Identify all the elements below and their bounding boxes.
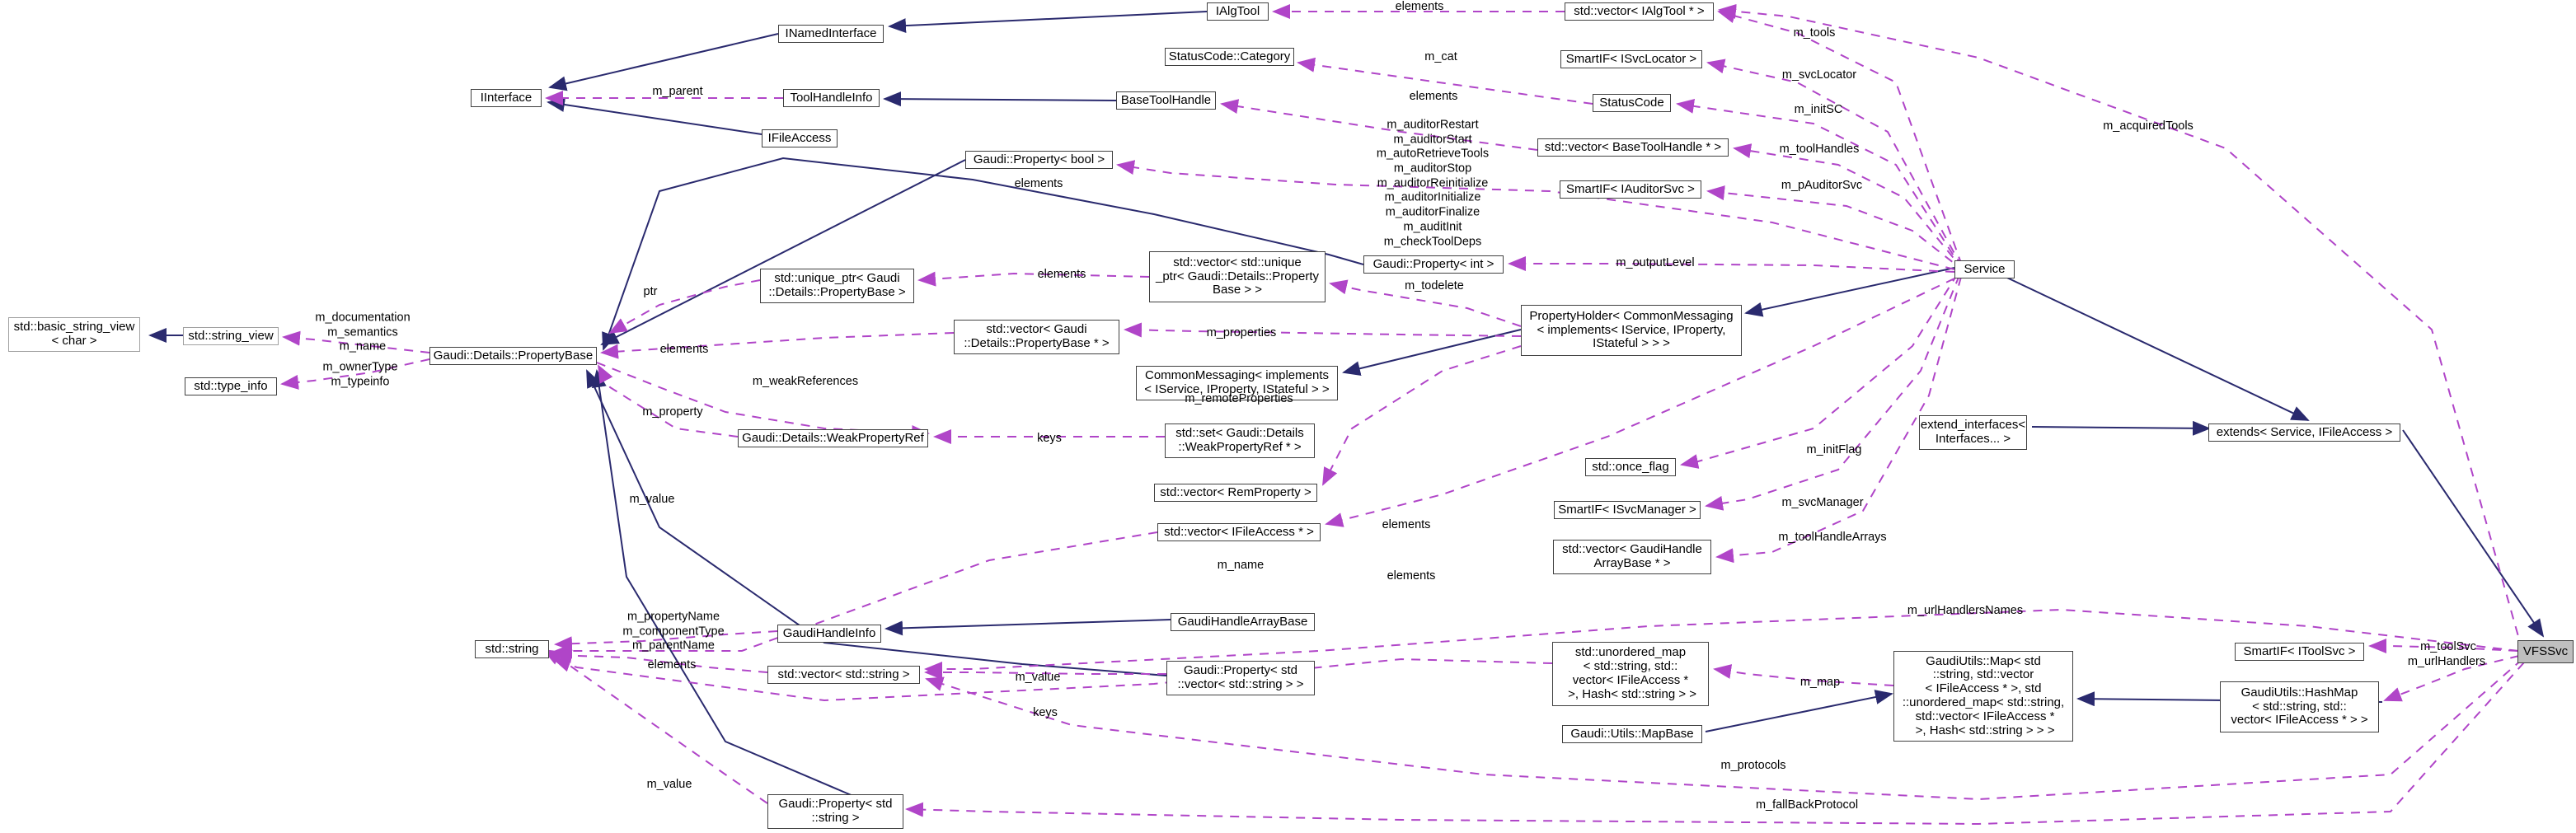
edge-label-m-fallbackprotocol: m_fallBackProtocol (1755, 798, 1859, 812)
node-unique-ptr-propertybase[interactable]: std::unique_ptr< Gaudi ::Details::Proper… (760, 269, 914, 303)
edge-label-elements-6: elements (1382, 518, 1431, 532)
node-smartif-iauditorsvc[interactable]: SmartIF< IAuditorSvc > (1560, 180, 1701, 199)
edge-label-elements-8: elements (647, 658, 697, 672)
node-ialgtool[interactable]: IAlgTool (1207, 2, 1269, 21)
edge-label-elements-4: elements (1037, 268, 1086, 282)
node-string[interactable]: std::string (475, 640, 549, 658)
edge-label-m-parent: m_parent (652, 85, 703, 99)
edge-label-m-ownertype-group: m_ownerType m_typeinfo (322, 360, 398, 388)
edge-label-m-properties: m_properties (1206, 326, 1277, 340)
edge-label-m-toolhandlearrays: m_toolHandleArrays (1778, 531, 1887, 545)
node-string-view[interactable]: std::string_view (183, 327, 279, 345)
edge-label-m-name: m_name (1217, 559, 1265, 573)
edge-label-m-documentation-group: m_documentation m_semantics m_name (315, 311, 411, 353)
edge-label-m-outputlevel: m_outputLevel (1616, 256, 1695, 270)
edge-label-m-remoteproperties: m_remoteProperties (1185, 392, 1293, 406)
node-type-info[interactable]: std::type_info (185, 377, 277, 395)
edge-label-m-initflag: m_initFlag (1806, 443, 1862, 457)
node-vector-ialgtool[interactable]: std::vector< IAlgTool * > (1565, 2, 1714, 21)
node-inamedinterface[interactable]: INamedInterface (778, 25, 884, 43)
node-vector-remproperty[interactable]: std::vector< RemProperty > (1154, 484, 1317, 502)
edge-label-keys: keys (1037, 432, 1062, 446)
edge-label-elements-5: elements (659, 343, 709, 357)
node-set-weakpropertyref[interactable]: std::set< Gaudi::Details ::WeakPropertyR… (1165, 424, 1315, 458)
edge-label-m-urlhandlersnames: m_urlHandlersNames (1907, 604, 2024, 618)
node-iinterface[interactable]: IInterface (471, 89, 542, 107)
edge-label-m-acquiredtools: m_acquiredTools (2103, 119, 2194, 133)
node-property-string[interactable]: Gaudi::Property< std ::string > (767, 794, 903, 829)
edge-label-elements-3: elements (1014, 177, 1063, 191)
node-vector-basetoolhandle[interactable]: std::vector< BaseToolHandle * > (1537, 138, 1729, 157)
node-property-vector-string[interactable]: Gaudi::Property< std ::vector< std::stri… (1166, 661, 1315, 695)
node-property-int[interactable]: Gaudi::Property< int > (1363, 255, 1504, 274)
node-extend-interfaces[interactable]: extend_interfaces< Interfaces... > (1919, 415, 2027, 450)
node-property-bool[interactable]: Gaudi::Property< bool > (965, 151, 1113, 169)
edge-label-m-propertyname-group: m_propertyName m_componentType m_parentN… (622, 610, 725, 653)
edge-label-m-value-1: m_value (629, 493, 675, 507)
edge-label-m-todelete: m_todelete (1405, 279, 1464, 293)
node-vfssvc[interactable]: VFSSvc (2517, 640, 2574, 663)
edge-label-m-toolsvc: m_toolSvc (2420, 640, 2476, 654)
node-ifileaccess[interactable]: IFileAccess (762, 129, 838, 147)
node-weakpropertyref[interactable]: Gaudi::Details::WeakPropertyRef (738, 429, 928, 447)
node-gaudihandlearraybase[interactable]: GaudiHandleArrayBase (1171, 613, 1315, 631)
edge-label-elements-2: elements (1409, 90, 1458, 104)
edge-label-keys-2: keys (1033, 706, 1058, 720)
edge-label-m-tools: m_tools (1793, 26, 1836, 40)
edge-label-m-svcmanager: m_svcManager (1781, 496, 1864, 510)
edge-label-m-protocols: m_protocols (1720, 759, 1786, 773)
edge-label-m-pauditorsvc: m_pAuditorSvc (1781, 179, 1863, 193)
node-unordered-map[interactable]: std::unordered_map < std::string, std:: … (1552, 642, 1709, 706)
node-gaudiutils-hashmap[interactable]: GaudiUtils::HashMap < std::string, std::… (2220, 681, 2379, 732)
node-basic-string-view[interactable]: std::basic_string_view < char > (8, 317, 140, 352)
node-vector-ifileaccess-mid[interactable]: std::vector< IFileAccess * > (1157, 523, 1321, 541)
edge-label-m-value-3: m_value (646, 778, 692, 792)
node-vector-propertybase-ptr[interactable]: std::vector< Gaudi ::Details::PropertyBa… (954, 320, 1119, 354)
edge-label-elements-1: elements (1395, 0, 1444, 14)
node-property-base[interactable]: Gaudi::Details::PropertyBase (429, 347, 597, 365)
edge-label-auditor-group: m_auditorRestart m_auditorStart m_autoRe… (1376, 118, 1490, 248)
node-vector-gaudihandlearraybase[interactable]: std::vector< GaudiHandle ArrayBase * > (1553, 540, 1711, 574)
node-gaudiutils-map[interactable]: GaudiUtils::Map< std ::string, std::vect… (1893, 651, 2073, 742)
edge-label-m-property: m_property (642, 405, 703, 419)
edge-label-m-svclocator: m_svcLocator (1781, 68, 1857, 82)
edge-label-m-urlhandlers: m_urlHandlers (2407, 655, 2486, 669)
node-smartif-isvcmanager[interactable]: SmartIF< ISvcManager > (1554, 501, 1701, 519)
edge-label-m-weakreferences: m_weakReferences (752, 375, 859, 389)
node-statuscode-category[interactable]: StatusCode::Category (1165, 48, 1294, 66)
edge-label-ptr: ptr (643, 285, 658, 299)
edge-label-m-initsc: m_initSC (1794, 103, 1843, 117)
node-propertyholder[interactable]: PropertyHolder< CommonMessaging < implem… (1521, 305, 1742, 356)
edge-label-elements-7: elements (1387, 569, 1436, 583)
node-extends-service-ifileaccess[interactable]: extends< Service, IFileAccess > (2208, 424, 2400, 442)
node-statuscode[interactable]: StatusCode (1593, 94, 1671, 112)
node-vector-string[interactable]: std::vector< std::string > (767, 666, 920, 684)
edge-label-m-toolhandles: m_toolHandles (1779, 143, 1860, 157)
edge-label-m-map: m_map (1799, 676, 1841, 690)
node-smartif-isvclocator[interactable]: SmartIF< ISvcLocator > (1560, 50, 1702, 68)
edge-label-m-cat: m_cat (1424, 50, 1457, 64)
node-vector-unique-ptr-propertybase[interactable]: std::vector< std::unique _ptr< Gaudi::De… (1149, 251, 1326, 302)
node-once-flag[interactable]: std::once_flag (1585, 458, 1676, 476)
node-smartif-itoolsvc[interactable]: SmartIF< IToolSvc > (2235, 643, 2364, 661)
node-service[interactable]: Service (1954, 260, 2015, 278)
node-basetoolhandle[interactable]: BaseToolHandle (1116, 91, 1216, 110)
edge-label-m-value-2: m_value (1015, 671, 1061, 685)
node-toolhandleinfo[interactable]: ToolHandleInfo (783, 89, 880, 107)
node-gaudihandleinfo[interactable]: GaudiHandleInfo (777, 625, 881, 643)
node-mapbase[interactable]: Gaudi::Utils::MapBase (1562, 725, 1702, 743)
